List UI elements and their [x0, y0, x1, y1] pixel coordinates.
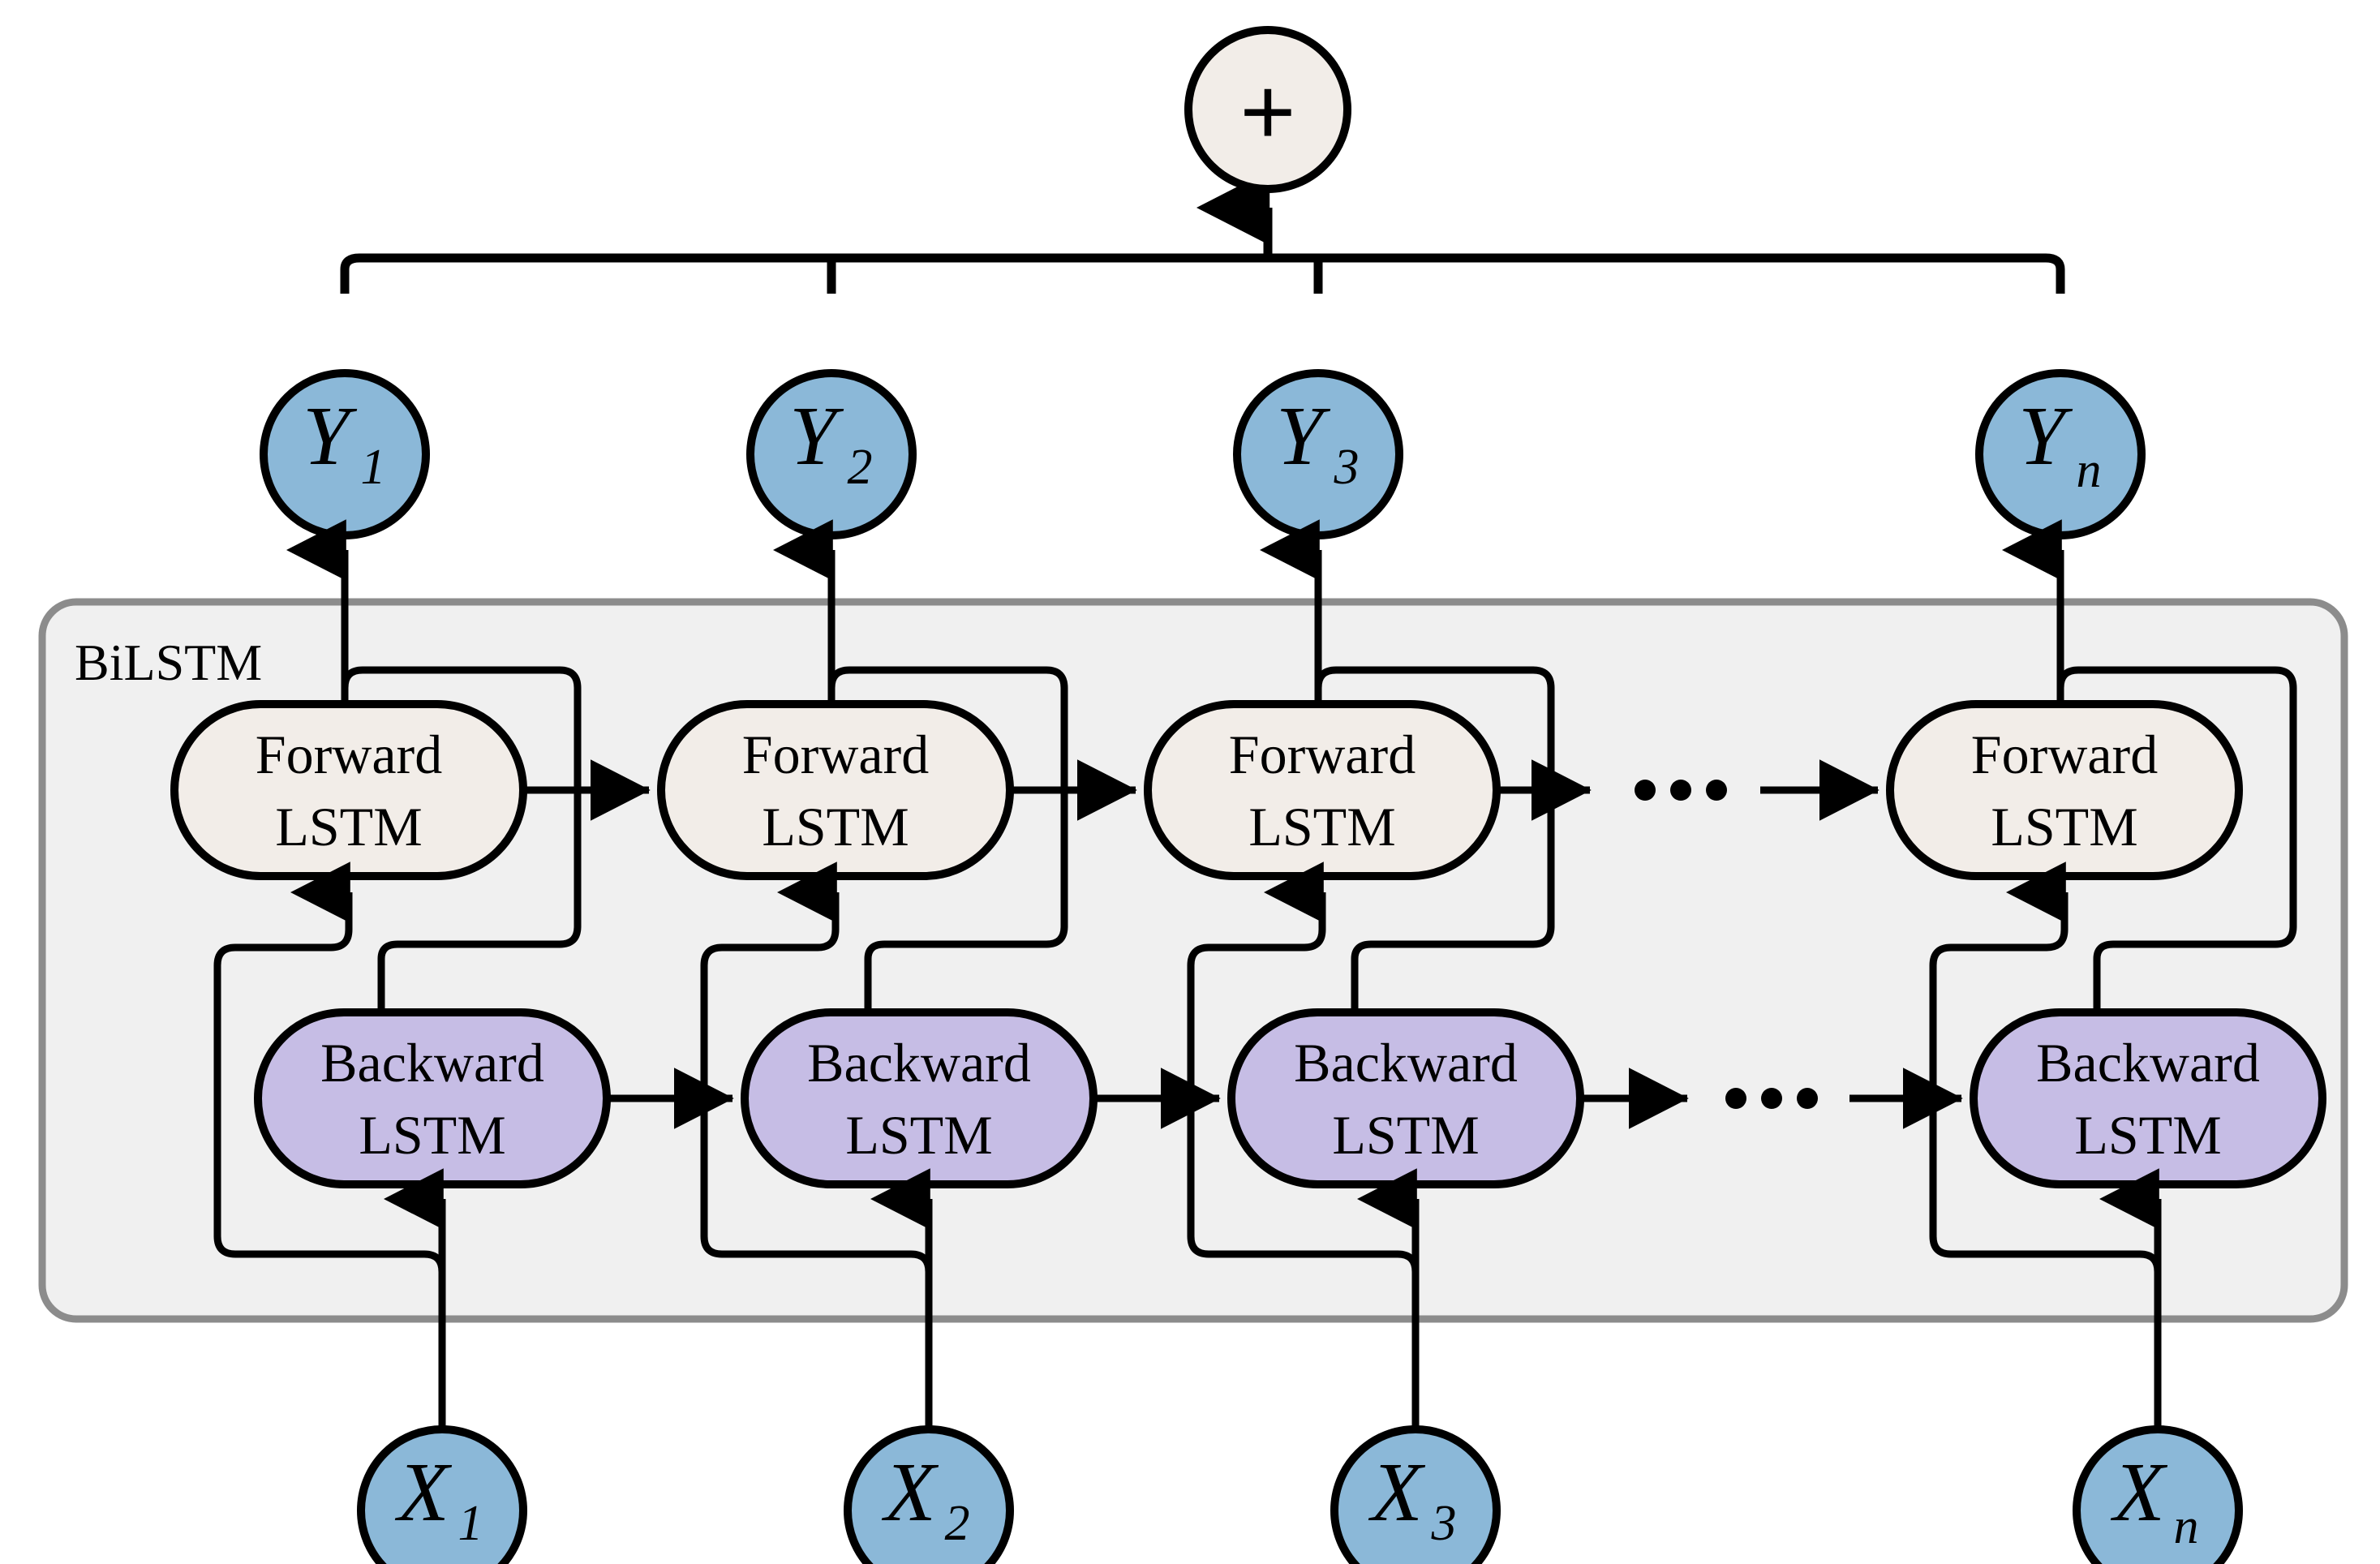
forward-cell-1: Forward LSTM — [170, 700, 527, 880]
bilstm-panel-label: BiLSTM — [75, 634, 262, 691]
backward-cell-n: Backward LSTM — [1970, 1008, 2326, 1188]
backward-ellipsis-dot-1 — [1725, 1088, 1746, 1109]
output-node-y3-base: Y — [1276, 389, 1331, 483]
backward-out-route-2 — [827, 666, 1068, 1012]
output-node-yn: Y n — [1975, 369, 2146, 539]
input-node-x1-circle — [357, 1425, 527, 1564]
output-node-y3-subscript: 3 — [1334, 440, 1360, 495]
backward-chain-ellipsis — [1725, 1088, 1818, 1109]
forward-ellipsis-dot-1 — [1635, 780, 1656, 801]
output-node-yn-subscript: n — [2077, 443, 2102, 498]
input-node-x1-base: X — [394, 1446, 452, 1539]
backward-chain-arrows — [607, 1068, 1963, 1129]
forward-ellipsis-dot-3 — [1706, 780, 1727, 801]
backward-ellipsis-dot-2 — [1761, 1088, 1782, 1109]
input-forward-route-2 — [700, 861, 933, 1273]
input-node-x3-circle — [1330, 1425, 1501, 1564]
forward-chain-ellipsis — [1635, 780, 1727, 801]
input-node-x3-subscript: 3 — [1431, 1496, 1457, 1551]
forward-cell-1-line1: Forward — [256, 724, 442, 785]
forward-ellipsis-dot-2 — [1670, 780, 1691, 801]
output-node-y1-subscript: 1 — [361, 440, 386, 495]
input-node-xn: X n — [2073, 1425, 2243, 1564]
input-forward-route-3 — [1187, 861, 1420, 1273]
input-forward-route-n — [1929, 861, 2162, 1273]
backward-cell-n-line1: Backward — [2036, 1032, 2260, 1094]
backward-cell-3-line2: LSTM — [1332, 1104, 1479, 1166]
input-node-x1-subscript: 1 — [458, 1496, 483, 1551]
output-node-yn-base: Y — [2018, 389, 2073, 483]
backward-cell-3-line1: Backward — [1294, 1032, 1518, 1094]
forward-cell-3-line1: Forward — [1229, 724, 1416, 785]
input-node-x2-circle — [844, 1425, 1014, 1564]
input-node-x1: X 1 — [357, 1425, 527, 1564]
backward-out-route-n — [2056, 666, 2297, 1012]
forward-cell-n: Forward LSTM — [1886, 700, 2243, 880]
forward-chain-arrows — [523, 759, 1880, 821]
forward-cell-n-line1: Forward — [1971, 724, 2158, 785]
input-node-x2: X 2 — [844, 1425, 1014, 1564]
sum-bus-wiring — [340, 170, 2065, 294]
input-node-xn-base: X — [2110, 1446, 2167, 1539]
output-node-y2: Y 2 — [746, 369, 917, 539]
output-node-y2-subscript: 2 — [848, 440, 873, 495]
input-node-x2-base: X — [881, 1446, 939, 1539]
sum-node-circle — [1184, 26, 1351, 193]
backward-cell-2-line1: Backward — [807, 1032, 1031, 1094]
sum-node-symbol: + — [1240, 58, 1296, 165]
sum-node: + — [1184, 26, 1351, 193]
output-node-y1-base: Y — [303, 389, 358, 483]
input-to-backward-wires — [384, 1168, 2162, 1428]
backward-cell-n-line2: LSTM — [2074, 1104, 2221, 1166]
input-node-x3: X 3 — [1330, 1425, 1501, 1564]
output-node-y1: Y 1 — [260, 369, 430, 539]
forward-cell-1-line2: LSTM — [275, 796, 422, 857]
backward-cell-1-line2: LSTM — [359, 1104, 505, 1166]
output-node-y3: Y 3 — [1233, 369, 1403, 539]
input-to-forward-routes — [213, 861, 2162, 1273]
backward-cell-2-line2: LSTM — [845, 1104, 992, 1166]
backward-out-route-1 — [341, 666, 582, 1012]
forward-cell-2: Forward LSTM — [657, 700, 1014, 880]
backward-ellipsis-dot-3 — [1797, 1088, 1818, 1109]
input-forward-route-1 — [213, 861, 446, 1273]
input-node-x3-base: X — [1368, 1446, 1425, 1539]
input-node-xn-circle — [2073, 1425, 2243, 1564]
forward-cell-n-line2: LSTM — [1991, 796, 2137, 857]
input-node-x2-subscript: 2 — [945, 1496, 970, 1551]
backward-cell-1: Backward LSTM — [254, 1008, 611, 1188]
backward-cell-2: Backward LSTM — [741, 1008, 1098, 1188]
backward-cell-3: Backward LSTM — [1227, 1008, 1584, 1188]
forward-cell-2-line2: LSTM — [762, 796, 909, 857]
input-node-xn-subscript: n — [2174, 1499, 2199, 1554]
backward-cell-1-line1: Backward — [320, 1032, 544, 1094]
output-bus-line — [340, 253, 2065, 294]
forward-cell-3: Forward LSTM — [1144, 700, 1501, 880]
output-node-y2-base: Y — [789, 389, 844, 483]
forward-cell-3-line2: LSTM — [1248, 796, 1395, 857]
forward-cell-2-line1: Forward — [742, 724, 929, 785]
